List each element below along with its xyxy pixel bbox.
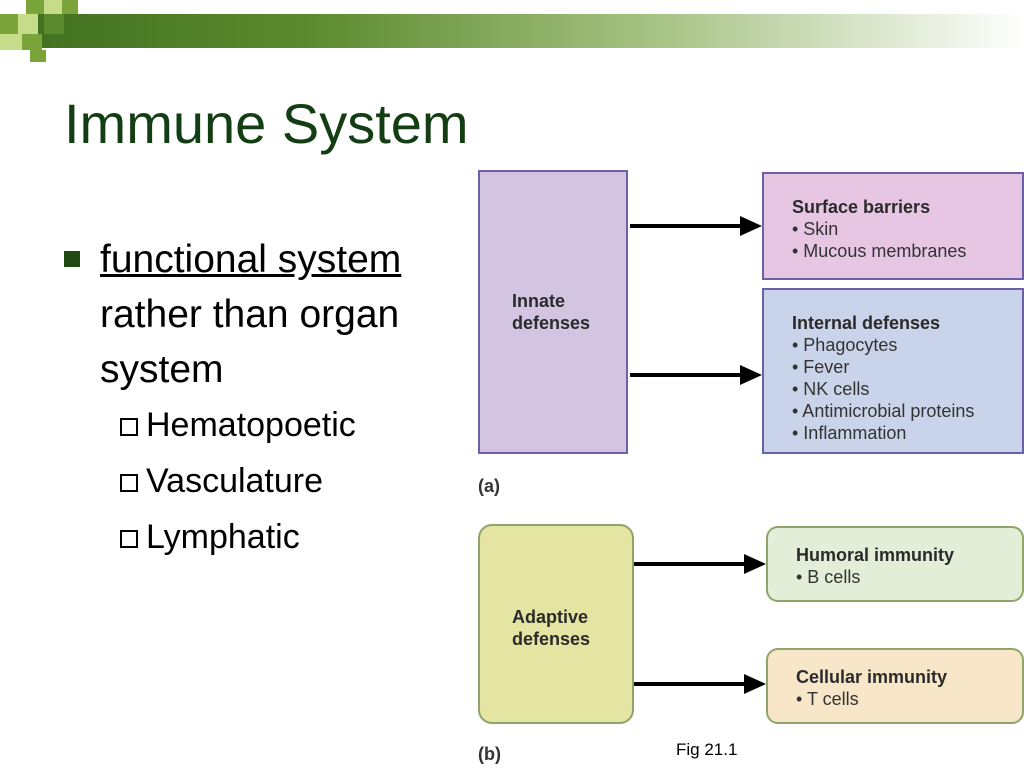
bullet-main: functional system rather than organ syst…	[64, 232, 464, 397]
arrow-innate-to-internal	[630, 365, 762, 385]
header-square-decoration	[44, 0, 62, 14]
box-item: • Inflammation	[792, 423, 907, 443]
header-square-decoration	[62, 0, 78, 14]
box-title: Humoral immunity	[796, 545, 955, 565]
sub-bullet: Lymphatic	[64, 509, 464, 565]
surface-barriers-box: Surface barriers • Skin • Mucous membran…	[762, 172, 1024, 280]
sub-bullet-text: Vasculature	[146, 462, 324, 500]
header-square-decoration	[0, 14, 18, 34]
humoral-immunity-box: Humoral immunity • B cells	[766, 526, 1024, 602]
hollow-square-bullet-icon	[120, 418, 138, 436]
box-label: Innate	[512, 291, 566, 311]
cellular-immunity-box: Cellular immunity • T cells	[766, 648, 1024, 724]
box-title: Surface barriers	[792, 197, 931, 217]
box-label: defenses	[512, 313, 591, 333]
panel-label-b: (b)	[478, 744, 501, 764]
sub-bullet-text: Lymphatic	[146, 518, 300, 556]
header-square-decoration	[22, 34, 42, 50]
box-item: • B cells	[796, 567, 861, 587]
header-gradient-bar	[0, 14, 1024, 48]
square-bullet-icon	[64, 251, 80, 267]
functional-system-link[interactable]: functional system	[100, 238, 402, 281]
figure-caption: Fig 21.1	[676, 740, 738, 759]
hollow-square-bullet-icon	[120, 530, 138, 548]
header-square-decoration	[26, 0, 44, 14]
sub-bullet: Vasculature	[64, 453, 464, 509]
box-label: Adaptive	[512, 607, 589, 627]
box-item: • T cells	[796, 689, 859, 709]
bullet-main-text: rather than organ system	[100, 293, 400, 391]
sub-bullet-text: Hematopoetic	[146, 406, 356, 444]
box-item: • Skin	[792, 219, 839, 239]
box-label: defenses	[512, 629, 591, 649]
adaptive-defenses-box: Adaptive defenses	[478, 524, 634, 724]
box-title: Cellular immunity	[796, 667, 948, 687]
box-item: • Phagocytes	[792, 335, 898, 355]
hollow-square-bullet-icon	[120, 474, 138, 492]
header-square-decoration	[18, 14, 38, 34]
panel-label-a: (a)	[478, 476, 500, 496]
box-item: • Antimicrobial proteins	[792, 401, 975, 421]
header-square-decoration	[0, 34, 22, 50]
internal-defenses-box: Internal defenses • Phagocytes • Fever •…	[762, 288, 1024, 454]
box-item: • NK cells	[792, 379, 870, 399]
box-title: Internal defenses	[792, 313, 941, 333]
arrow-adaptive-to-humoral	[634, 554, 766, 574]
arrow-innate-to-surface	[630, 216, 762, 236]
box-item: • Fever	[792, 357, 850, 377]
box-item: • Mucous membranes	[792, 241, 967, 261]
bullet-list: functional system rather than organ syst…	[64, 232, 464, 565]
arrow-adaptive-to-cellular	[634, 674, 766, 694]
header-square-decoration	[44, 14, 64, 34]
sub-bullet: Hematopoetic	[64, 397, 464, 453]
header-square-decoration	[30, 50, 46, 62]
innate-defenses-box: Innate defenses	[478, 170, 628, 454]
slide-title: Immune System	[64, 92, 469, 155]
